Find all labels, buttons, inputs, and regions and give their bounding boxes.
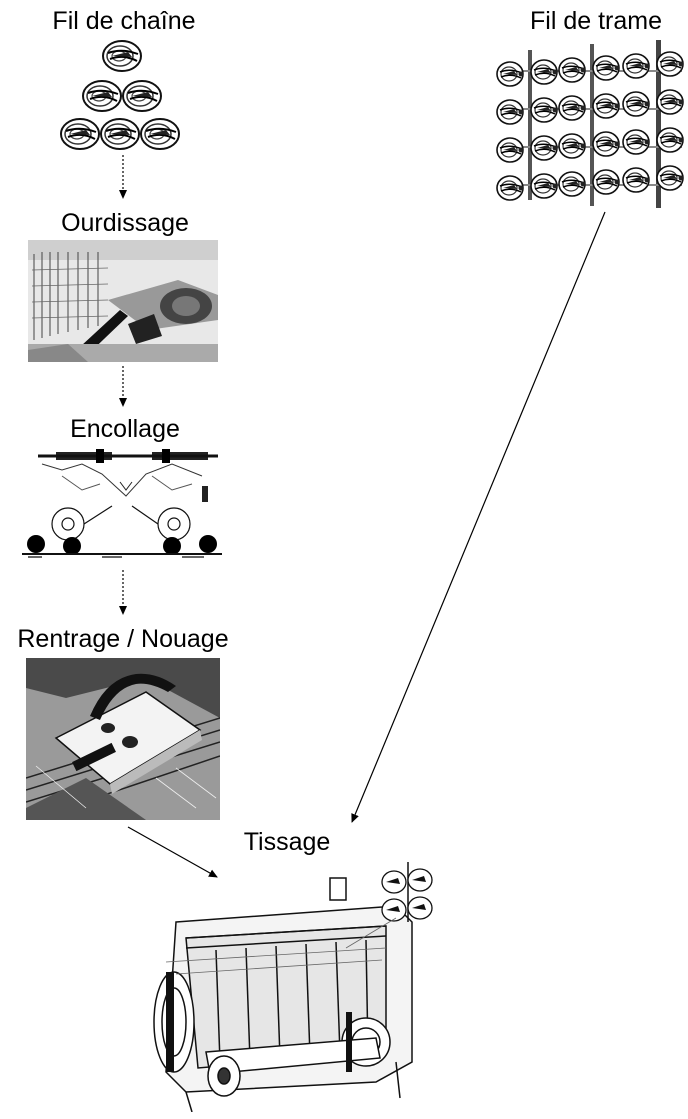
label-fil-de-chaine: Fil de chaîne <box>52 7 196 35</box>
drawing-in-machine-photo <box>26 658 220 820</box>
label-tissage: Tissage <box>243 828 331 856</box>
warping-machine-photo <box>28 240 218 362</box>
label-ourdissage: Ourdissage <box>61 209 189 237</box>
label-encollage: Encollage <box>70 415 180 443</box>
weft-yarn-creel-image <box>496 40 685 208</box>
sizing-schematic-image <box>22 446 222 562</box>
arrow-fil-de-trame-to-tissage <box>351 211 606 823</box>
label-fil-de-trame: Fil de trame <box>530 7 662 35</box>
label-rentrage-nouage: Rentrage / Nouage <box>17 625 229 653</box>
weaving-loom-image <box>146 862 438 1112</box>
arrow-rentrage-to-tissage <box>127 826 218 878</box>
